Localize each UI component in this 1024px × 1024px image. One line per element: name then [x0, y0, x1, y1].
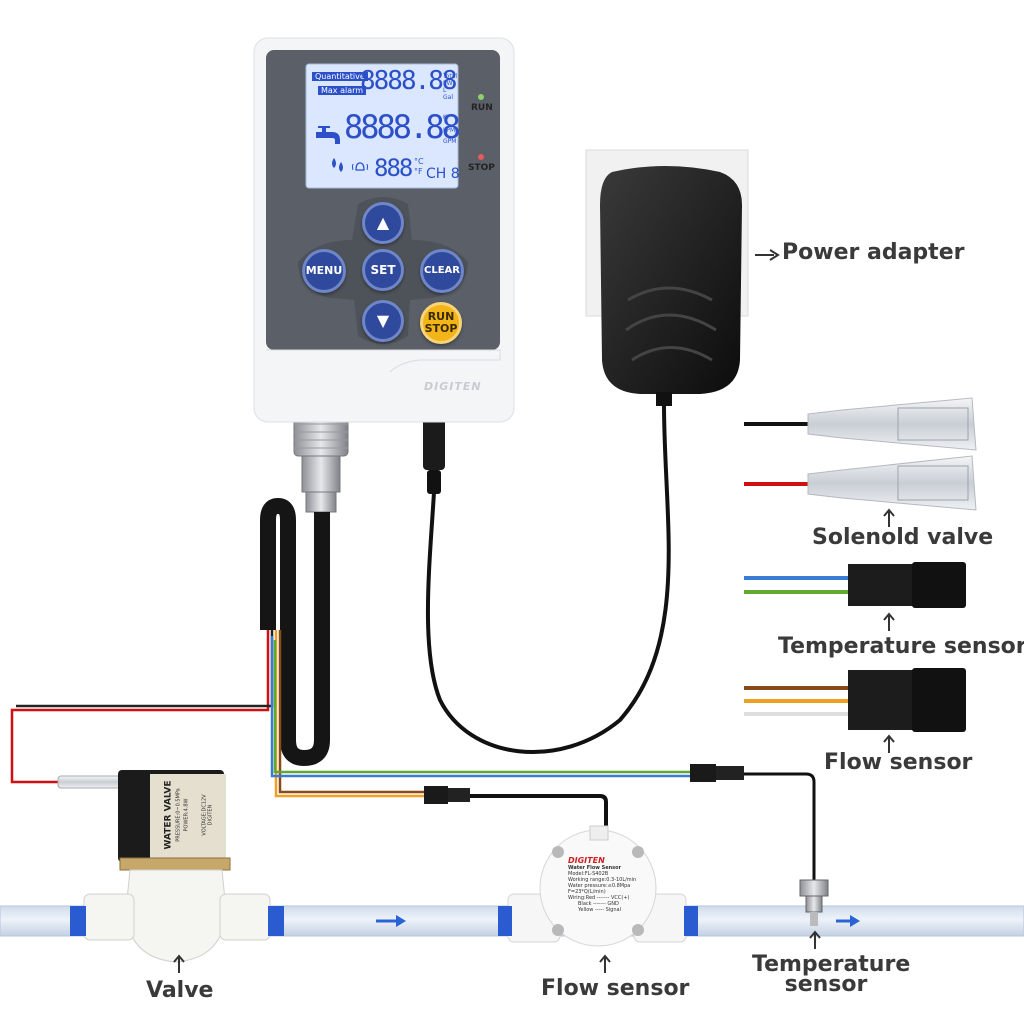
lcd-unit-fahrenheit: °F	[414, 167, 423, 176]
lcd-unit-l: L	[443, 87, 447, 94]
flow-sensor-line-6: Black ------- GND	[578, 901, 619, 907]
solenoid-valve-leads	[744, 397, 977, 511]
lcd-unit-pw: PW	[443, 80, 453, 87]
set-button[interactable]: SET	[362, 249, 404, 291]
run-stop-label-bottom: STOP	[424, 322, 458, 335]
flow-sensor-connector	[424, 786, 470, 804]
valve-title: WATER VALVE	[163, 780, 174, 850]
label-flow-sensor-bottom: Flow sensor	[541, 976, 690, 1001]
arrow-up-icon	[883, 508, 895, 527]
lcd-unit-gpm: GPM	[443, 138, 457, 145]
flow-sensor-line-3: Water pressure:≤0.8Mpa	[568, 883, 631, 889]
arrow-up-icon	[809, 930, 821, 949]
lcd-tag-max-alarm: Max alarm	[318, 86, 367, 95]
water-drop-icon	[332, 158, 343, 172]
stop-led-label: STOP	[468, 163, 495, 173]
flow-sensor-brand: DIGITEN	[568, 856, 605, 865]
valve-brand: DIGITEN	[207, 804, 214, 826]
temperature-probe-graphic	[799, 879, 829, 926]
down-button[interactable]: ▼	[362, 300, 404, 342]
flow-sensor-line-1: Model:FL-S402B	[568, 871, 609, 877]
lcd-unit-lpm: LPM	[443, 127, 456, 134]
flow-sensor-line-4: F=23*Q(L/min)	[568, 889, 606, 895]
menu-button[interactable]: MENU	[302, 249, 346, 293]
power-adapter-graphic	[425, 149, 749, 755]
lcd-unit-k: K	[443, 114, 447, 121]
lcd-row3-digits: 888	[374, 154, 413, 182]
flow-sensor-line-2: Working range:0.3-10L/min	[568, 877, 637, 883]
temperature-sensor-leads	[744, 562, 966, 608]
flow-sensor-title: Water Flow Sensor	[568, 865, 622, 871]
flow-sensor-graphic	[498, 825, 698, 947]
valve-spec-pressure: PRESSURE:0~0.5MPa	[175, 788, 182, 842]
label-temperature-sensor-bottom-line2: sensor	[784, 972, 868, 997]
label-flow-sensor-right: Flow sensor	[824, 750, 973, 775]
label-power-adapter: Power adapter	[782, 240, 965, 265]
wires	[10, 630, 816, 880]
run-led-label: RUN	[471, 103, 493, 113]
dc-jack	[423, 418, 445, 494]
lcd-unit-gal: Gal	[443, 94, 453, 101]
flow-sensor-leads	[744, 668, 966, 732]
faucet-icon	[316, 126, 340, 144]
flow-sensor-label: DIGITEN Water Flow Sensor Model:FL-S402B…	[568, 856, 636, 913]
lcd-row1-digits: 8888.88	[360, 66, 458, 96]
arrow-up-icon	[599, 954, 611, 973]
temperature-sensor-connector	[690, 764, 744, 782]
controller-brand: DIGITEN	[424, 380, 482, 393]
lcd-row2-digits: 8888.88	[344, 108, 461, 146]
run-stop-button[interactable]: RUN STOP	[420, 302, 462, 344]
bell-icon	[352, 162, 368, 171]
label-temperature-sensor-bottom-line1: Temperature	[752, 952, 911, 977]
aviation-connector	[260, 415, 349, 766]
valve-label-plate: WATER VALVE PRESSURE:0~0.5MPa POWER:4.8W…	[150, 774, 226, 860]
lcd-channel: CH 8	[426, 166, 460, 182]
arrow-up-icon	[883, 734, 895, 753]
arrow-up-icon	[883, 612, 895, 631]
label-valve: Valve	[146, 978, 214, 1003]
flow-sensor-line-5: Wiring:Red ------- VCC(+)	[568, 895, 630, 901]
valve-spec-power: POWER:4.8W	[183, 798, 190, 832]
up-button[interactable]: ▲	[362, 202, 404, 244]
label-temperature-sensor-right: Temperature sensor	[778, 634, 1024, 659]
flow-sensor-line-7: Yellow ----- Signal	[578, 907, 621, 913]
lcd-unit-total: Total	[443, 73, 458, 80]
solenoid-valve-graphic	[57, 770, 284, 963]
label-solenoid-valve: Solenold valve	[812, 525, 994, 550]
flow-direction-arrows	[376, 915, 860, 927]
run-stop-label-top: RUN	[427, 310, 455, 323]
lcd-tag-quantitative: Quantitative	[312, 72, 368, 81]
arrow-right-icon	[755, 249, 780, 261]
lcd-unit-celsius: °C	[414, 157, 424, 166]
arrow-up-icon	[173, 954, 185, 973]
clear-button[interactable]: CLEAR	[420, 249, 464, 293]
